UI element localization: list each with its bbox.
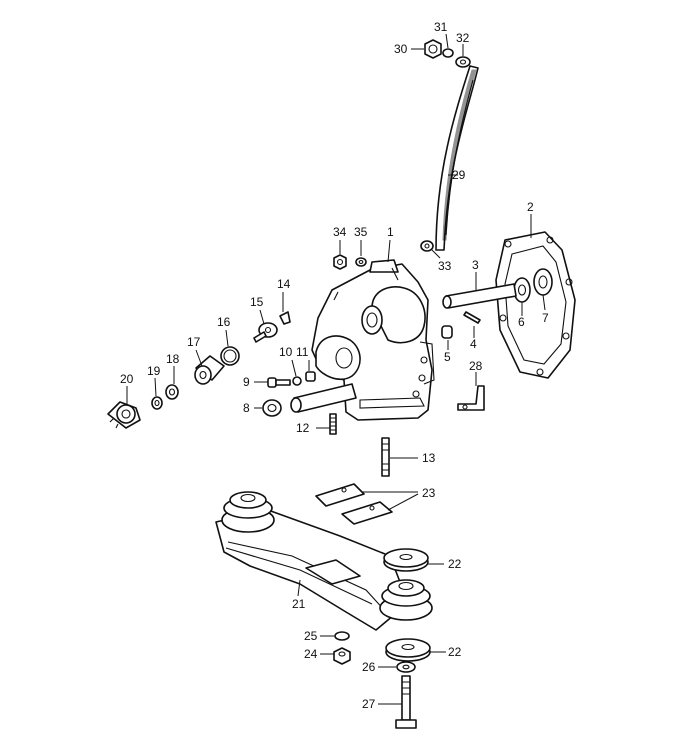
part-housing-tube xyxy=(290,383,357,413)
label-3: 3 xyxy=(472,258,479,272)
part-29-strap xyxy=(435,65,479,251)
label-12: 12 xyxy=(296,421,310,435)
part-34-nut xyxy=(333,254,347,270)
label-34: 34 xyxy=(333,225,347,239)
part-24-nut xyxy=(333,647,351,665)
label-10: 10 xyxy=(279,345,293,359)
part-18-bushing xyxy=(165,384,179,400)
label-16: 16 xyxy=(217,315,231,329)
label-27: 27 xyxy=(362,697,376,711)
part-labels: 30 31 32 29 33 2 34 35 1 3 4 5 6 7 28 14… xyxy=(120,20,549,711)
label-9: 9 xyxy=(243,375,250,389)
part-31-washer xyxy=(442,48,454,58)
part-30-nut xyxy=(424,39,442,59)
label-23: 23 xyxy=(422,486,436,500)
part-22-mount-lower xyxy=(385,638,431,662)
part-32-washer xyxy=(455,56,471,68)
label-6: 6 xyxy=(518,315,525,329)
part-23-bracket-upper xyxy=(315,483,365,507)
label-22-lower: 22 xyxy=(448,645,462,659)
label-11: 11 xyxy=(296,345,309,359)
label-24: 24 xyxy=(304,647,318,661)
part-12-stud xyxy=(329,413,337,435)
label-28: 28 xyxy=(469,359,483,373)
part-21-crossmember xyxy=(215,509,401,631)
part-27-bolt xyxy=(395,675,417,729)
label-32: 32 xyxy=(456,31,470,45)
part-11-sleeve xyxy=(305,371,316,382)
label-13: 13 xyxy=(422,451,436,465)
part-15-sensor xyxy=(253,322,278,343)
part-4-pin xyxy=(463,311,481,324)
label-18: 18 xyxy=(166,352,180,366)
part-14-plug xyxy=(279,311,291,325)
label-29: 29 xyxy=(452,168,466,182)
label-20: 20 xyxy=(120,372,134,386)
part-20-drive-gear xyxy=(107,401,141,429)
label-7: 7 xyxy=(542,311,549,325)
part-28-bracket xyxy=(457,385,485,411)
leader-lines xyxy=(126,33,546,705)
part-33-washer xyxy=(420,240,434,252)
label-26: 26 xyxy=(362,660,376,674)
label-8: 8 xyxy=(243,401,250,415)
label-22-upper: 22 xyxy=(448,557,462,571)
part-9-bolt xyxy=(267,377,291,388)
part-13-stud xyxy=(381,437,390,477)
part-1-housing xyxy=(311,259,435,421)
label-21: 21 xyxy=(292,597,306,611)
label-1: 1 xyxy=(387,225,394,239)
part-mount-right xyxy=(379,579,433,621)
part-17-sleeve xyxy=(194,355,225,385)
label-35: 35 xyxy=(354,225,368,239)
part-10-washer xyxy=(292,376,302,386)
part-3-shaft xyxy=(442,283,517,309)
label-33: 33 xyxy=(438,259,452,273)
part-25-washer xyxy=(334,631,350,641)
label-25: 25 xyxy=(304,629,318,643)
label-4: 4 xyxy=(470,337,477,351)
part-26-washer xyxy=(396,661,416,673)
part-22-mount-upper xyxy=(383,548,429,572)
part-2-gasket xyxy=(495,231,576,379)
label-17: 17 xyxy=(187,335,201,349)
label-19: 19 xyxy=(147,364,161,378)
part-16-oring xyxy=(220,346,240,366)
part-8-bushing xyxy=(262,399,282,417)
part-19-washer xyxy=(151,396,163,410)
part-7-seal xyxy=(533,268,553,296)
part-6-bushing xyxy=(513,277,531,303)
label-31: 31 xyxy=(434,20,448,34)
label-14: 14 xyxy=(277,277,291,291)
part-5-sleeve xyxy=(441,325,453,339)
label-5: 5 xyxy=(444,350,451,364)
label-2: 2 xyxy=(527,200,534,214)
part-23-bracket-lower xyxy=(341,501,393,525)
part-mount-left xyxy=(221,491,275,533)
label-30: 30 xyxy=(394,42,408,56)
label-15: 15 xyxy=(250,295,264,309)
part-35-washer xyxy=(355,257,367,267)
